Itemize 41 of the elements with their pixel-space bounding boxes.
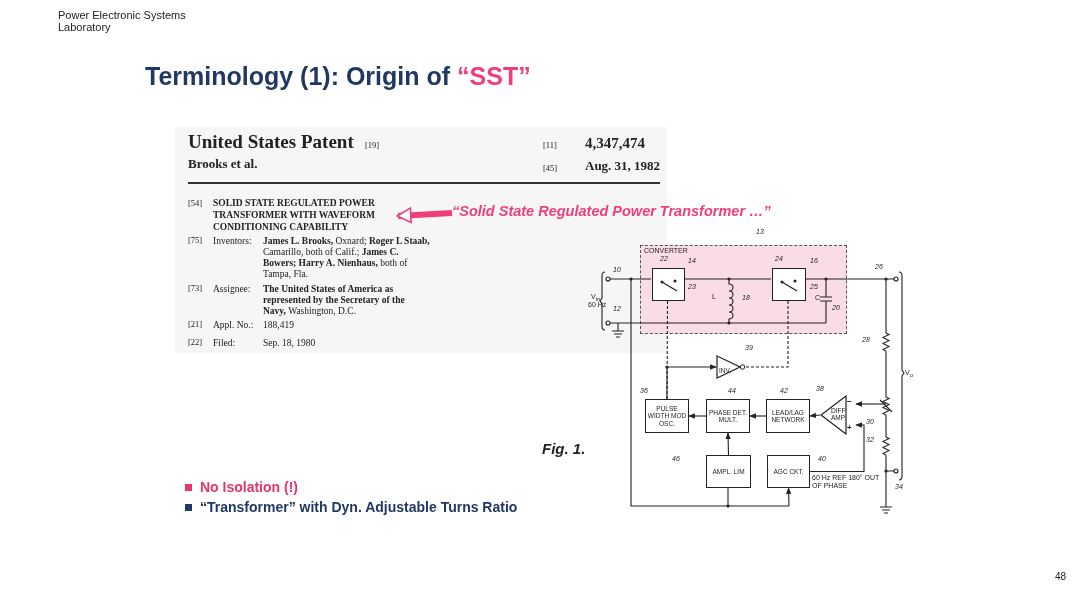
arrow [749,413,767,419]
field-code: [73] [188,284,203,294]
field-code: [21] [188,320,203,330]
field-text: Inventors: [213,236,252,247]
header-text: Power Electronic Systems Laboratory [58,9,187,34]
field-code: [19] [365,141,380,151]
arrow [786,487,792,507]
patent-title: SOLID STATE REGULATED POWER TRANSFORMER WITH WAVEFORM CONDITIONING CAPABILITY [213,197,398,235]
arrow [809,422,865,473]
patent-detail: Aug. 31, 1982 [585,159,661,174]
polarity-sign: + [847,423,852,433]
bullet-text: No Isolation (!) [200,479,298,496]
field-text: Sep. 18, 1980 [263,338,316,349]
arrow [855,401,887,407]
field-text: 188,419 [263,320,294,331]
polarity-sign: − [847,397,852,407]
patent-heading: United States Patent [188,131,354,153]
field-text: Filed: [213,338,236,349]
arrow [666,364,717,400]
field-code: [45] [543,164,558,174]
arrow [396,207,453,224]
field-code: [54] [188,199,203,209]
page-number: 48 [1055,571,1067,583]
converter-region [640,245,847,334]
field-text: Assignee: [213,284,251,295]
field-code: [22] [188,338,203,348]
field-text: The United States of America as represented by the Secretary of the Navy, Washington, D.C. [263,284,406,317]
field-text: Appl. No.: [213,320,254,331]
patent-number: 4,347,474 [585,135,645,153]
field-text: James L. Brooks, Oxnard; Roger L Staab, Camarillo, both of Calif.; James C. Bowers; Harry A. Nienhaus, both of Tampa, Fla. [263,236,431,280]
arrow [725,432,731,456]
connector-line [745,299,789,368]
field-code: [75] [188,236,203,246]
slide-title: Terminology (1): Origin of “SST” [145,62,531,91]
patent-detail: Brooks et al. [188,157,258,172]
quote-text: “Solid State Regulated Power Transformer …” [452,203,782,223]
arrow [688,413,707,419]
arrow [809,412,821,419]
figure-caption: Fig. 1. [542,440,586,458]
bullet-text: “Transformer” with Dyn. Adjustable Turns Ratio [200,499,518,516]
field-code: [11] [543,141,557,151]
